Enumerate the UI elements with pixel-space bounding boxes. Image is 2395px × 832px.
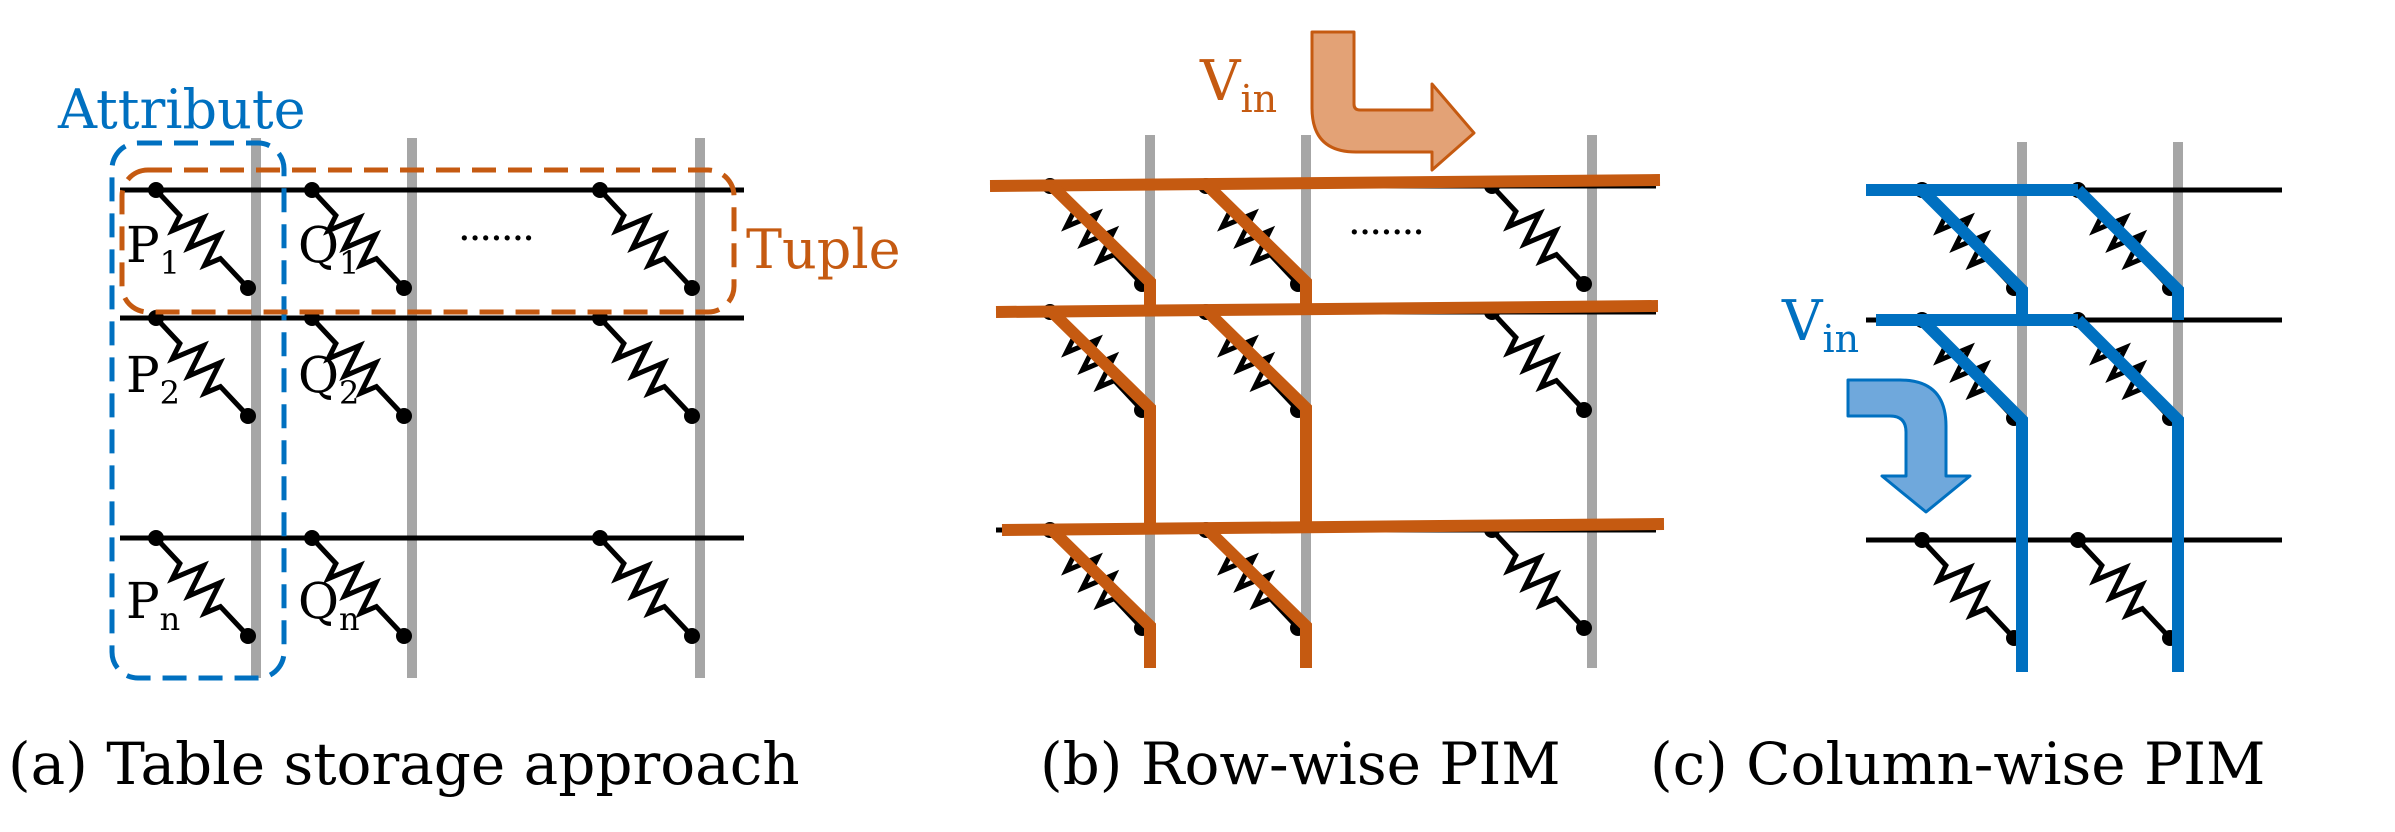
node-dot — [148, 182, 164, 198]
resistor-icon — [310, 188, 406, 290]
resistor-icon — [1048, 184, 1144, 286]
node-dot — [592, 182, 608, 198]
panel-table-storage: Attribute Tuple ······· P1 Q1 P2 Q2 Pn Q… — [8, 78, 901, 798]
resistor-icon — [1048, 310, 1144, 412]
resistor-icon — [1204, 528, 1300, 630]
resistor-icon — [1048, 528, 1144, 630]
panel-column-wise-pim: Vin (c) Column-wise PIM — [1650, 142, 2282, 798]
label-p2: P2 — [126, 346, 180, 412]
resistor-icon — [1920, 318, 2016, 420]
activated-wordline — [989, 174, 1661, 192]
label-q2: Q2 — [298, 346, 359, 412]
attribute-box — [109, 140, 287, 681]
node-dot — [1576, 276, 1592, 292]
resistor-icon — [1920, 538, 2016, 640]
caption-c: (c) Column-wise PIM — [1650, 730, 2265, 798]
vin-arrow-icon — [1310, 30, 1476, 172]
ellipsis: ······· — [1348, 210, 1423, 256]
activated-cell-path — [2073, 185, 2184, 320]
resistor-icon — [2076, 318, 2172, 420]
activated-cell-path — [2073, 315, 2184, 672]
resistor-icon — [598, 536, 694, 638]
node-dot — [148, 530, 164, 546]
node-dot — [1914, 532, 1930, 548]
attribute-label: Attribute — [57, 78, 306, 141]
resistor-icon — [310, 316, 406, 418]
node-dot — [1576, 620, 1592, 636]
label-pn: Pn — [126, 572, 180, 638]
node-dot — [304, 182, 320, 198]
resistor-icon — [1490, 528, 1586, 630]
node-dot — [396, 408, 412, 424]
vin-arrow-icon — [1846, 378, 1972, 514]
activated-cell-path — [1047, 307, 1156, 530]
row-activation-paths — [989, 174, 1665, 668]
resistor-icon — [598, 316, 694, 418]
activated-cell-path — [1203, 307, 1312, 530]
resistor-icon — [598, 188, 694, 290]
memory-cells — [1042, 178, 1592, 636]
resistor-icon — [2076, 538, 2172, 640]
resistor-icon — [1920, 188, 2016, 290]
activated-cell-path — [1047, 181, 1156, 312]
tuple-label: Tuple — [746, 218, 901, 281]
vin-label: Vin — [1199, 49, 1277, 121]
resistor-icon — [1204, 184, 1300, 286]
node-dot — [396, 628, 412, 644]
activated-cell-path — [1203, 525, 1312, 668]
node-dot — [2070, 532, 2086, 548]
tuple-box — [119, 167, 737, 315]
activated-cell-path — [1917, 185, 2028, 320]
node-dot — [684, 280, 700, 296]
activated-cell-path — [1047, 525, 1156, 668]
node-dot — [1576, 402, 1592, 418]
vin-label: Vin — [1781, 289, 1859, 361]
activated-cell-path — [1917, 315, 2028, 672]
node-dot — [396, 280, 412, 296]
node-dot — [304, 530, 320, 546]
resistor-icon — [2076, 188, 2172, 290]
activated-wordline — [995, 300, 1659, 318]
caption-b: (b) Row-wise PIM — [1040, 730, 1561, 798]
wordlines — [120, 187, 744, 541]
resistor-icon — [1204, 310, 1300, 412]
label-p1: P1 — [126, 216, 180, 282]
resistor-icon — [154, 316, 250, 418]
panel-row-wise-pim: ······· Vin (b) Row-wise PIM — [989, 30, 1665, 798]
node-dot — [240, 628, 256, 644]
activated-cell-path — [1203, 181, 1312, 312]
resistor-icon — [310, 536, 406, 638]
label-q1: Q1 — [298, 216, 359, 282]
resistor-icon — [1490, 310, 1586, 412]
caption-a: (a) Table storage approach — [8, 730, 800, 798]
bitlines — [251, 138, 705, 678]
resistor-icon — [154, 536, 250, 638]
node-dot — [684, 408, 700, 424]
node-dot — [684, 628, 700, 644]
ellipsis: ······· — [458, 216, 533, 262]
node-dot — [592, 530, 608, 546]
column-activation-paths — [1866, 184, 2184, 672]
node-dot — [240, 280, 256, 296]
label-qn: Qn — [298, 572, 360, 638]
resistor-icon — [154, 188, 250, 290]
memory-cells — [148, 182, 700, 644]
node-dot — [240, 408, 256, 424]
resistor-icon — [1490, 184, 1586, 286]
activated-wordline — [1001, 518, 1665, 536]
